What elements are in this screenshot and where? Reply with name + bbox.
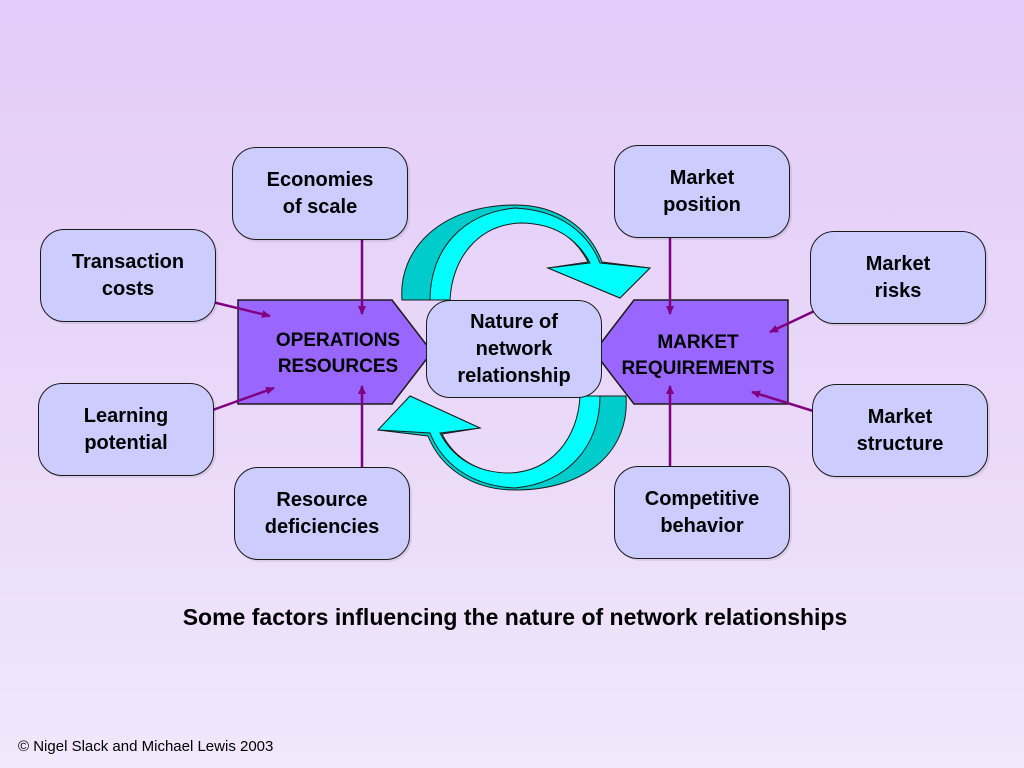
factor-transaction-costs: Transaction costs: [40, 229, 216, 322]
factor-learning-potential: Learning potential: [38, 383, 214, 476]
factor-label: Market structure: [856, 405, 944, 455]
factor-label: Learning potential: [83, 404, 169, 454]
market-requirements-hexagon: [593, 299, 789, 405]
factor-market-position: Market position: [614, 145, 790, 238]
factor-competitive-behavior: Competitive behavior: [614, 466, 790, 559]
factor-economies-of-scale: Economies of scale: [232, 147, 408, 240]
market-requirements-label: MARKET REQUIREMENTS: [621, 332, 775, 379]
upper-cycle-arrow-icon: [401, 204, 652, 301]
copyright-notice: © Nigel Slack and Michael Lewis 2003: [18, 738, 274, 755]
factor-label: Economies of scale: [266, 168, 374, 218]
factor-label: Market risks: [865, 252, 931, 302]
factor-market-structure: Market structure: [812, 384, 988, 477]
factor-label: Competitive behavior: [644, 487, 760, 537]
network-relationship-box: Nature of network relationship: [426, 300, 602, 398]
factor-label: Market position: [663, 166, 741, 216]
operations-resources-hexagon: [237, 299, 433, 405]
lower-cycle-arrow-icon: [376, 395, 627, 491]
factor-label: Resource deficiencies: [264, 488, 380, 538]
operations-resources-label: OPERATIONS RESOURCES: [275, 330, 401, 377]
figure-caption: Some factors influencing the nature of n…: [182, 604, 848, 630]
network-relationship-label: Nature of network relationship: [457, 310, 571, 387]
factor-resource-deficiencies: Resource deficiencies: [234, 467, 410, 560]
factor-market-risks: Market risks: [810, 231, 986, 324]
factor-label: Transaction costs: [71, 250, 185, 300]
